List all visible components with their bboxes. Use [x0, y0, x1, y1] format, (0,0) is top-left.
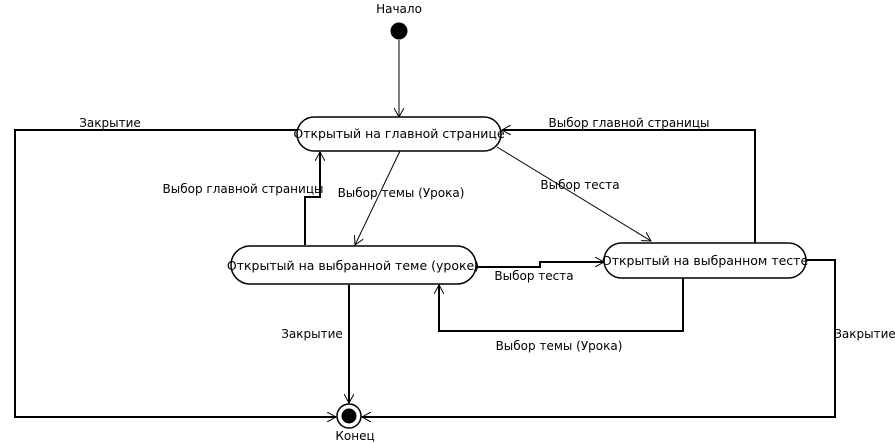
label-to-main-from-topic: Выбор главной страницы — [163, 182, 324, 196]
state-chosen-topic: Открытый на выбранной теме (уроке) — [227, 245, 479, 285]
state-main-page-label: Открытый на главной странице — [293, 126, 505, 141]
label-test-to-topic: Выбор темы (Урока) — [496, 339, 623, 353]
edge-topic-to-test — [476, 262, 604, 268]
label-close-from-test: Закрытие — [834, 327, 895, 341]
label-main-to-test: Выбор теста — [540, 178, 619, 192]
state-chosen-test-label: Открытый на выбранном тесте — [602, 253, 809, 268]
state-chosen-test: Открытый на выбранном тесте — [602, 242, 809, 279]
start-label: Начало — [376, 2, 422, 16]
edge-topic-to-main — [304, 152, 320, 245]
label-close-from-topic: Закрытие — [281, 327, 343, 341]
edge-test-to-main — [502, 130, 756, 243]
edge-main-to-end — [14, 129, 336, 417]
edge-test-to-end — [362, 259, 836, 417]
label-main-to-topic: Выбор темы (Урока) — [338, 186, 465, 200]
label-to-main-from-test: Выбор главной страницы — [549, 116, 710, 130]
initial-node — [390, 22, 408, 40]
edge-main-to-topic — [355, 150, 401, 245]
state-main-page: Открытый на главной странице — [293, 116, 505, 152]
label-topic-to-test: Выбор теста — [494, 269, 573, 283]
end-label: Конец — [335, 429, 374, 443]
edge-test-to-topic — [439, 278, 684, 332]
edge-main-to-test — [496, 146, 651, 241]
state-chosen-topic-label: Открытый на выбранной теме (уроке) — [227, 258, 479, 273]
label-close-from-main: Закрытие — [79, 116, 141, 130]
final-node-inner — [341, 408, 357, 424]
